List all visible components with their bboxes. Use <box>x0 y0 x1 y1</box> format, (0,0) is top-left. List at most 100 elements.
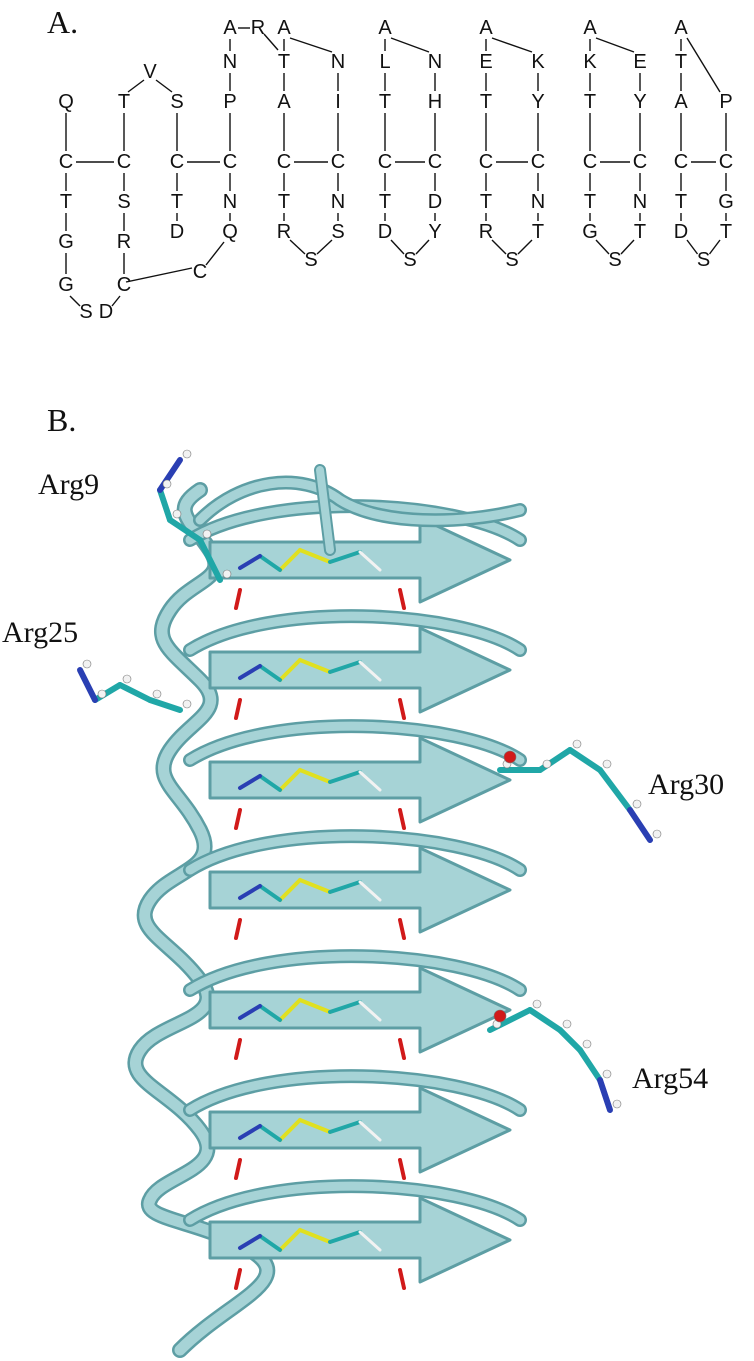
beta-strand <box>208 626 512 714</box>
residue: N <box>223 51 237 73</box>
top-loop-strand-inner <box>316 466 334 554</box>
carbon-bond <box>328 550 362 564</box>
residue: N <box>331 191 345 213</box>
residue: S <box>505 249 518 271</box>
residue: C <box>331 151 345 173</box>
arg25-hydrogen <box>97 689 107 699</box>
carbon-bond <box>258 774 282 792</box>
arg54-hydrogen <box>532 999 542 1009</box>
residue: A <box>674 17 688 39</box>
residue: V <box>143 61 157 83</box>
panel-b-label: B. <box>47 402 77 438</box>
arg25-bond <box>117 682 153 703</box>
bond-line <box>517 239 533 255</box>
loop-tube-inner <box>185 951 525 995</box>
disulfide-bond <box>278 878 302 902</box>
residue: P <box>719 91 732 113</box>
residue: C <box>583 151 597 173</box>
residue: T <box>634 221 646 243</box>
oxygen-bond <box>398 808 406 830</box>
residue: T <box>675 51 687 73</box>
residue: N <box>633 191 647 213</box>
arg9-hydrogen <box>162 479 172 489</box>
oxygen-bond <box>398 918 406 940</box>
carbon-bond <box>328 770 362 784</box>
arg54-hydrogen <box>582 1039 592 1049</box>
residue: R <box>277 221 291 243</box>
residue: T <box>379 91 391 113</box>
arg30-bond <box>627 807 653 843</box>
residue: T <box>278 51 290 73</box>
arg30-hydrogen <box>652 829 662 839</box>
residue: T <box>480 91 492 113</box>
arg25-label: Arg25 <box>2 616 79 649</box>
hydrogen-bond <box>358 660 382 682</box>
arg9-hydrogen <box>222 569 232 579</box>
residue: T <box>171 191 183 213</box>
residue: C <box>633 151 647 173</box>
bond-line <box>491 239 507 255</box>
beta-strand <box>208 1196 512 1284</box>
arg9-label: Arg9 <box>38 468 100 501</box>
residue: R <box>251 17 265 39</box>
oxygen-bond <box>234 918 242 940</box>
residue: Q <box>222 221 238 243</box>
residue: A <box>674 91 688 113</box>
oxygen-bond <box>398 1038 406 1060</box>
carbon-bond <box>328 1230 362 1244</box>
nitrogen-bond <box>238 1004 262 1020</box>
residue: Y <box>428 221 441 243</box>
oxygen-bond <box>234 1158 242 1180</box>
loop-tube-inner <box>185 1181 525 1225</box>
bond-line <box>289 37 333 53</box>
residue: C <box>531 151 545 173</box>
residue: C <box>193 261 207 283</box>
carbon-bond <box>328 660 362 674</box>
disulfide-bond <box>298 878 332 894</box>
bond-line <box>686 37 721 93</box>
disulfide-bond <box>278 1118 302 1142</box>
bond-line <box>390 37 430 53</box>
residue: D <box>99 301 113 323</box>
carbon-bond <box>258 554 282 572</box>
arg54-bond <box>577 1047 603 1083</box>
bond-line <box>111 295 121 307</box>
residue: A <box>479 17 493 39</box>
loop-tube-inner <box>185 611 525 655</box>
residue: S <box>331 221 344 243</box>
residue: R <box>479 221 493 243</box>
disulfide-bond <box>278 768 302 792</box>
bond-line <box>686 239 699 255</box>
residue: L <box>379 51 390 73</box>
residue: Y <box>633 91 646 113</box>
disulfide-bond <box>298 1228 332 1244</box>
bond-line <box>595 37 635 53</box>
residue: C <box>117 151 131 173</box>
residue: C <box>117 274 131 296</box>
residue: S <box>697 249 710 271</box>
residue: H <box>428 91 442 113</box>
residue: C <box>277 151 291 173</box>
residue: S <box>304 249 317 271</box>
bond-line <box>620 239 635 255</box>
bond-line <box>289 239 306 255</box>
sequence-diagram: GGTCQCRSCTDTCSQNCPNARTCATASNCINDTCTLAYDC… <box>58 17 734 323</box>
residue: K <box>531 51 545 73</box>
residue: C <box>719 151 733 173</box>
residue: I <box>335 91 341 113</box>
residue: A <box>277 91 291 113</box>
carbon-bond <box>258 1004 282 1022</box>
residue: C <box>170 151 184 173</box>
residue: Y <box>531 91 544 113</box>
bond-line <box>127 79 145 93</box>
residue: C <box>428 151 442 173</box>
oxygen-bond <box>234 1268 242 1290</box>
carbon-bond <box>258 664 282 682</box>
disulfide-bond <box>298 768 332 784</box>
residue: Q <box>58 91 74 113</box>
arg25-hydrogen <box>122 674 132 684</box>
residue: N <box>331 51 345 73</box>
disulfide-bond <box>298 548 332 564</box>
nitrogen-bond <box>238 774 262 790</box>
residue: S <box>403 249 416 271</box>
